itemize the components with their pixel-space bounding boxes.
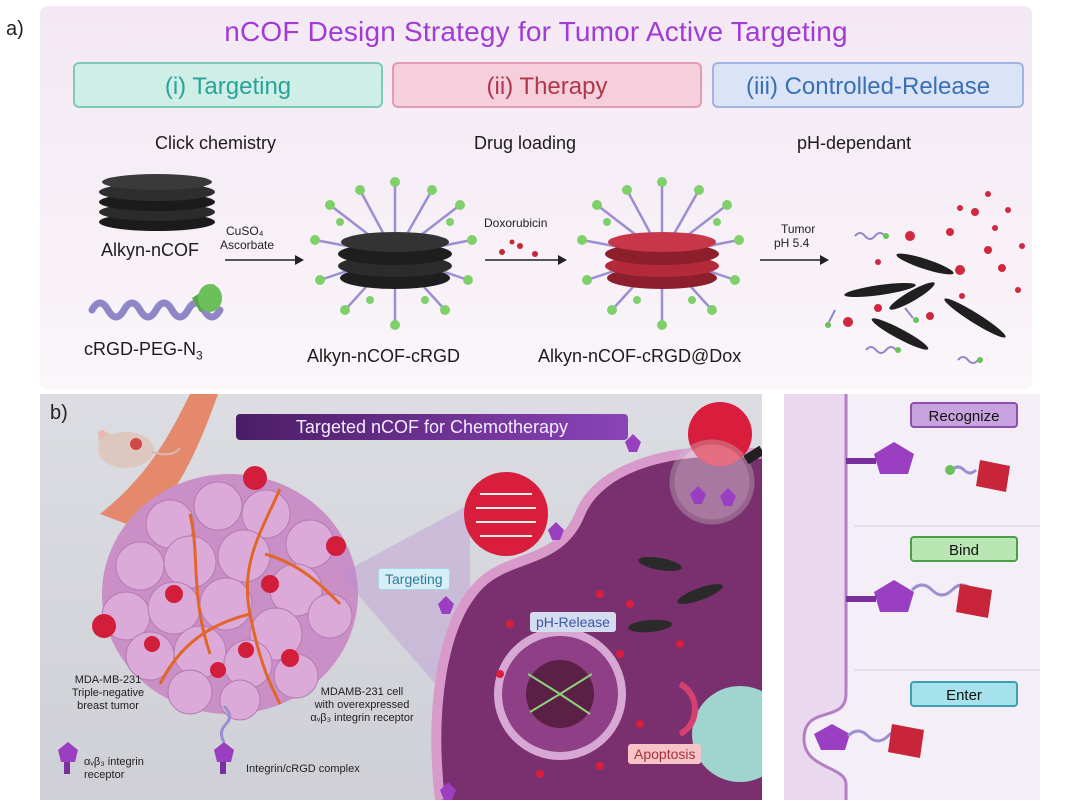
reagent-ascorbate: Ascorbate xyxy=(220,238,275,252)
label-alkyn-ncof: Alkyn-nCOF xyxy=(101,240,200,260)
therapy-banner: Targeted nCOF for Chemotherapy xyxy=(236,414,628,440)
recognize-scene-icon xyxy=(846,442,1010,492)
reaction-arrow-1 xyxy=(225,255,304,265)
reaction-arrow-2 xyxy=(485,255,567,265)
released-fragments-icon xyxy=(825,191,1025,364)
magnifier-handle xyxy=(784,408,866,418)
step-enter: Enter xyxy=(910,681,1018,707)
cell-caption-line-3: αᵥβ₃ integrin receptor xyxy=(310,712,414,724)
cell-caption-line-2: with overexpressed xyxy=(314,699,410,711)
membrane-receptors-icon xyxy=(438,434,641,800)
enter-scene-icon xyxy=(814,724,924,758)
reagent-tumor: Tumor xyxy=(781,222,816,236)
label-alkyn-ncof-crgd-dox: Alkyn-nCOF-cRGD@Dox xyxy=(538,346,742,366)
reaction-arrow-3 xyxy=(760,255,829,265)
mouse-icon xyxy=(98,430,181,468)
cell-caption-line-1: MDAMB-231 cell xyxy=(320,686,404,698)
bind-scene-icon xyxy=(846,580,992,618)
doxorubicin-dots-icon xyxy=(499,239,538,257)
alkyn-ncof-stack-icon xyxy=(99,174,215,231)
step-bind: Bind xyxy=(910,536,1018,562)
legend-receptor-label: αᵥβ₃ integrin receptor xyxy=(84,756,144,782)
alkyn-ncof-crgd-particle-icon xyxy=(310,177,477,330)
legend-receptor-icon xyxy=(58,742,78,774)
label-alkyn-ncof-crgd: Alkyn-nCOF-cRGD xyxy=(307,346,461,366)
crgd-peg-wave-icon xyxy=(88,284,224,321)
legend-receptor-line-1: αᵥβ₃ integrin xyxy=(84,756,144,768)
ncof-particle-icon xyxy=(464,402,752,556)
reagent-doxorubicin: Doxorubicin xyxy=(484,216,548,230)
legend-receptor-line-2: receptor xyxy=(84,769,125,781)
alkyn-ncof-crgd-dox-particle-icon xyxy=(577,177,744,330)
panel-c xyxy=(784,394,1040,800)
tumor-caption-line-1: MDA-MB-231 xyxy=(74,674,142,686)
category-controlled-release: (iii) Controlled-Release xyxy=(712,62,1024,108)
reagent-cuso4: CuSO₄ xyxy=(226,224,264,238)
panel-c-illustration xyxy=(784,394,1040,800)
legend-complex-icon xyxy=(214,704,234,774)
panel-b-illustration xyxy=(58,394,762,800)
step-ph-dependant: pH-dependant xyxy=(797,133,912,153)
step-click-chemistry: Click chemistry xyxy=(155,133,277,153)
legend-complex-label: Integrin/cRGD complex xyxy=(246,763,360,775)
panel-b-label: b) xyxy=(50,402,68,424)
label-crgd-peg-subscript: 3 xyxy=(196,348,203,363)
tumor-mass-icon xyxy=(92,466,358,721)
tumor-caption: MDA-MB-231 Triple-negative breast tumor xyxy=(56,674,160,713)
magnifier-icon xyxy=(669,439,762,525)
tag-apoptosis: Apoptosis xyxy=(628,744,702,764)
label-crgd-peg-n3: cRGD-PEG-N3 xyxy=(84,339,203,363)
category-targeting: (i) Targeting xyxy=(73,62,383,108)
tag-targeting: Targeting xyxy=(378,568,450,590)
label-crgd-peg-text: cRGD-PEG-N xyxy=(84,339,196,359)
step-drug-loading: Drug loading xyxy=(474,133,577,153)
category-therapy: (ii) Therapy xyxy=(392,62,702,108)
panel-a-illustration xyxy=(88,174,1025,364)
step-recognize: Recognize xyxy=(910,402,1018,428)
tag-ph-release: pH-Release xyxy=(530,612,616,632)
tumor-caption-line-3: breast tumor xyxy=(77,700,139,712)
cell-caption: MDAMB-231 cell with overexpressed αᵥβ₃ i… xyxy=(300,686,424,725)
tumor-caption-line-2: Triple-negative xyxy=(71,687,145,699)
main-title: nCOF Design Strategy for Tumor Active Ta… xyxy=(224,16,848,47)
reagent-ph: pH 5.4 xyxy=(774,236,810,250)
panel-a-label: a) xyxy=(6,18,24,40)
panel-b xyxy=(40,394,762,800)
